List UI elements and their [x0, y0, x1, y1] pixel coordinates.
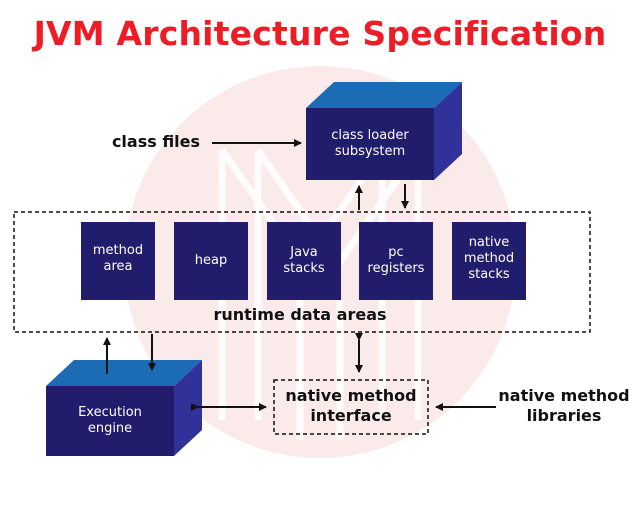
class-files-label: class files [111, 132, 201, 151]
runtime-area-label-native-method-stacks: native method stacks [463, 235, 515, 282]
execution-engine-box [46, 360, 202, 456]
execution-engine-text: Execution engine [78, 405, 142, 436]
native-method-interface-box [273, 379, 429, 435]
class-loader-box [306, 82, 462, 180]
runtime-area-label-java-stacks: Java stacks [283, 245, 325, 276]
runtime-box-native-method-stacks [452, 222, 526, 300]
runtime-area-label-heap: heap [194, 253, 228, 268]
class-loader-text: class loader subsystem [331, 128, 409, 159]
native-method-libraries-label: native method libraries [498, 386, 630, 425]
runtime-box-java-stacks [267, 222, 341, 300]
runtime-box-method-area [81, 222, 155, 300]
runtime-box-heap [174, 222, 248, 300]
runtime-data-areas-label: runtime data areas [213, 305, 387, 324]
page-title: JVM Architecture Specification [33, 14, 607, 53]
runtime-box-pc-registers [359, 222, 433, 300]
native-method-interface-label: native method interface [285, 386, 417, 425]
runtime-data-areas-container [13, 211, 591, 333]
runtime-area-label-method-area: method area [92, 243, 144, 274]
runtime-area-label-pc-registers: pc registers [367, 245, 425, 276]
